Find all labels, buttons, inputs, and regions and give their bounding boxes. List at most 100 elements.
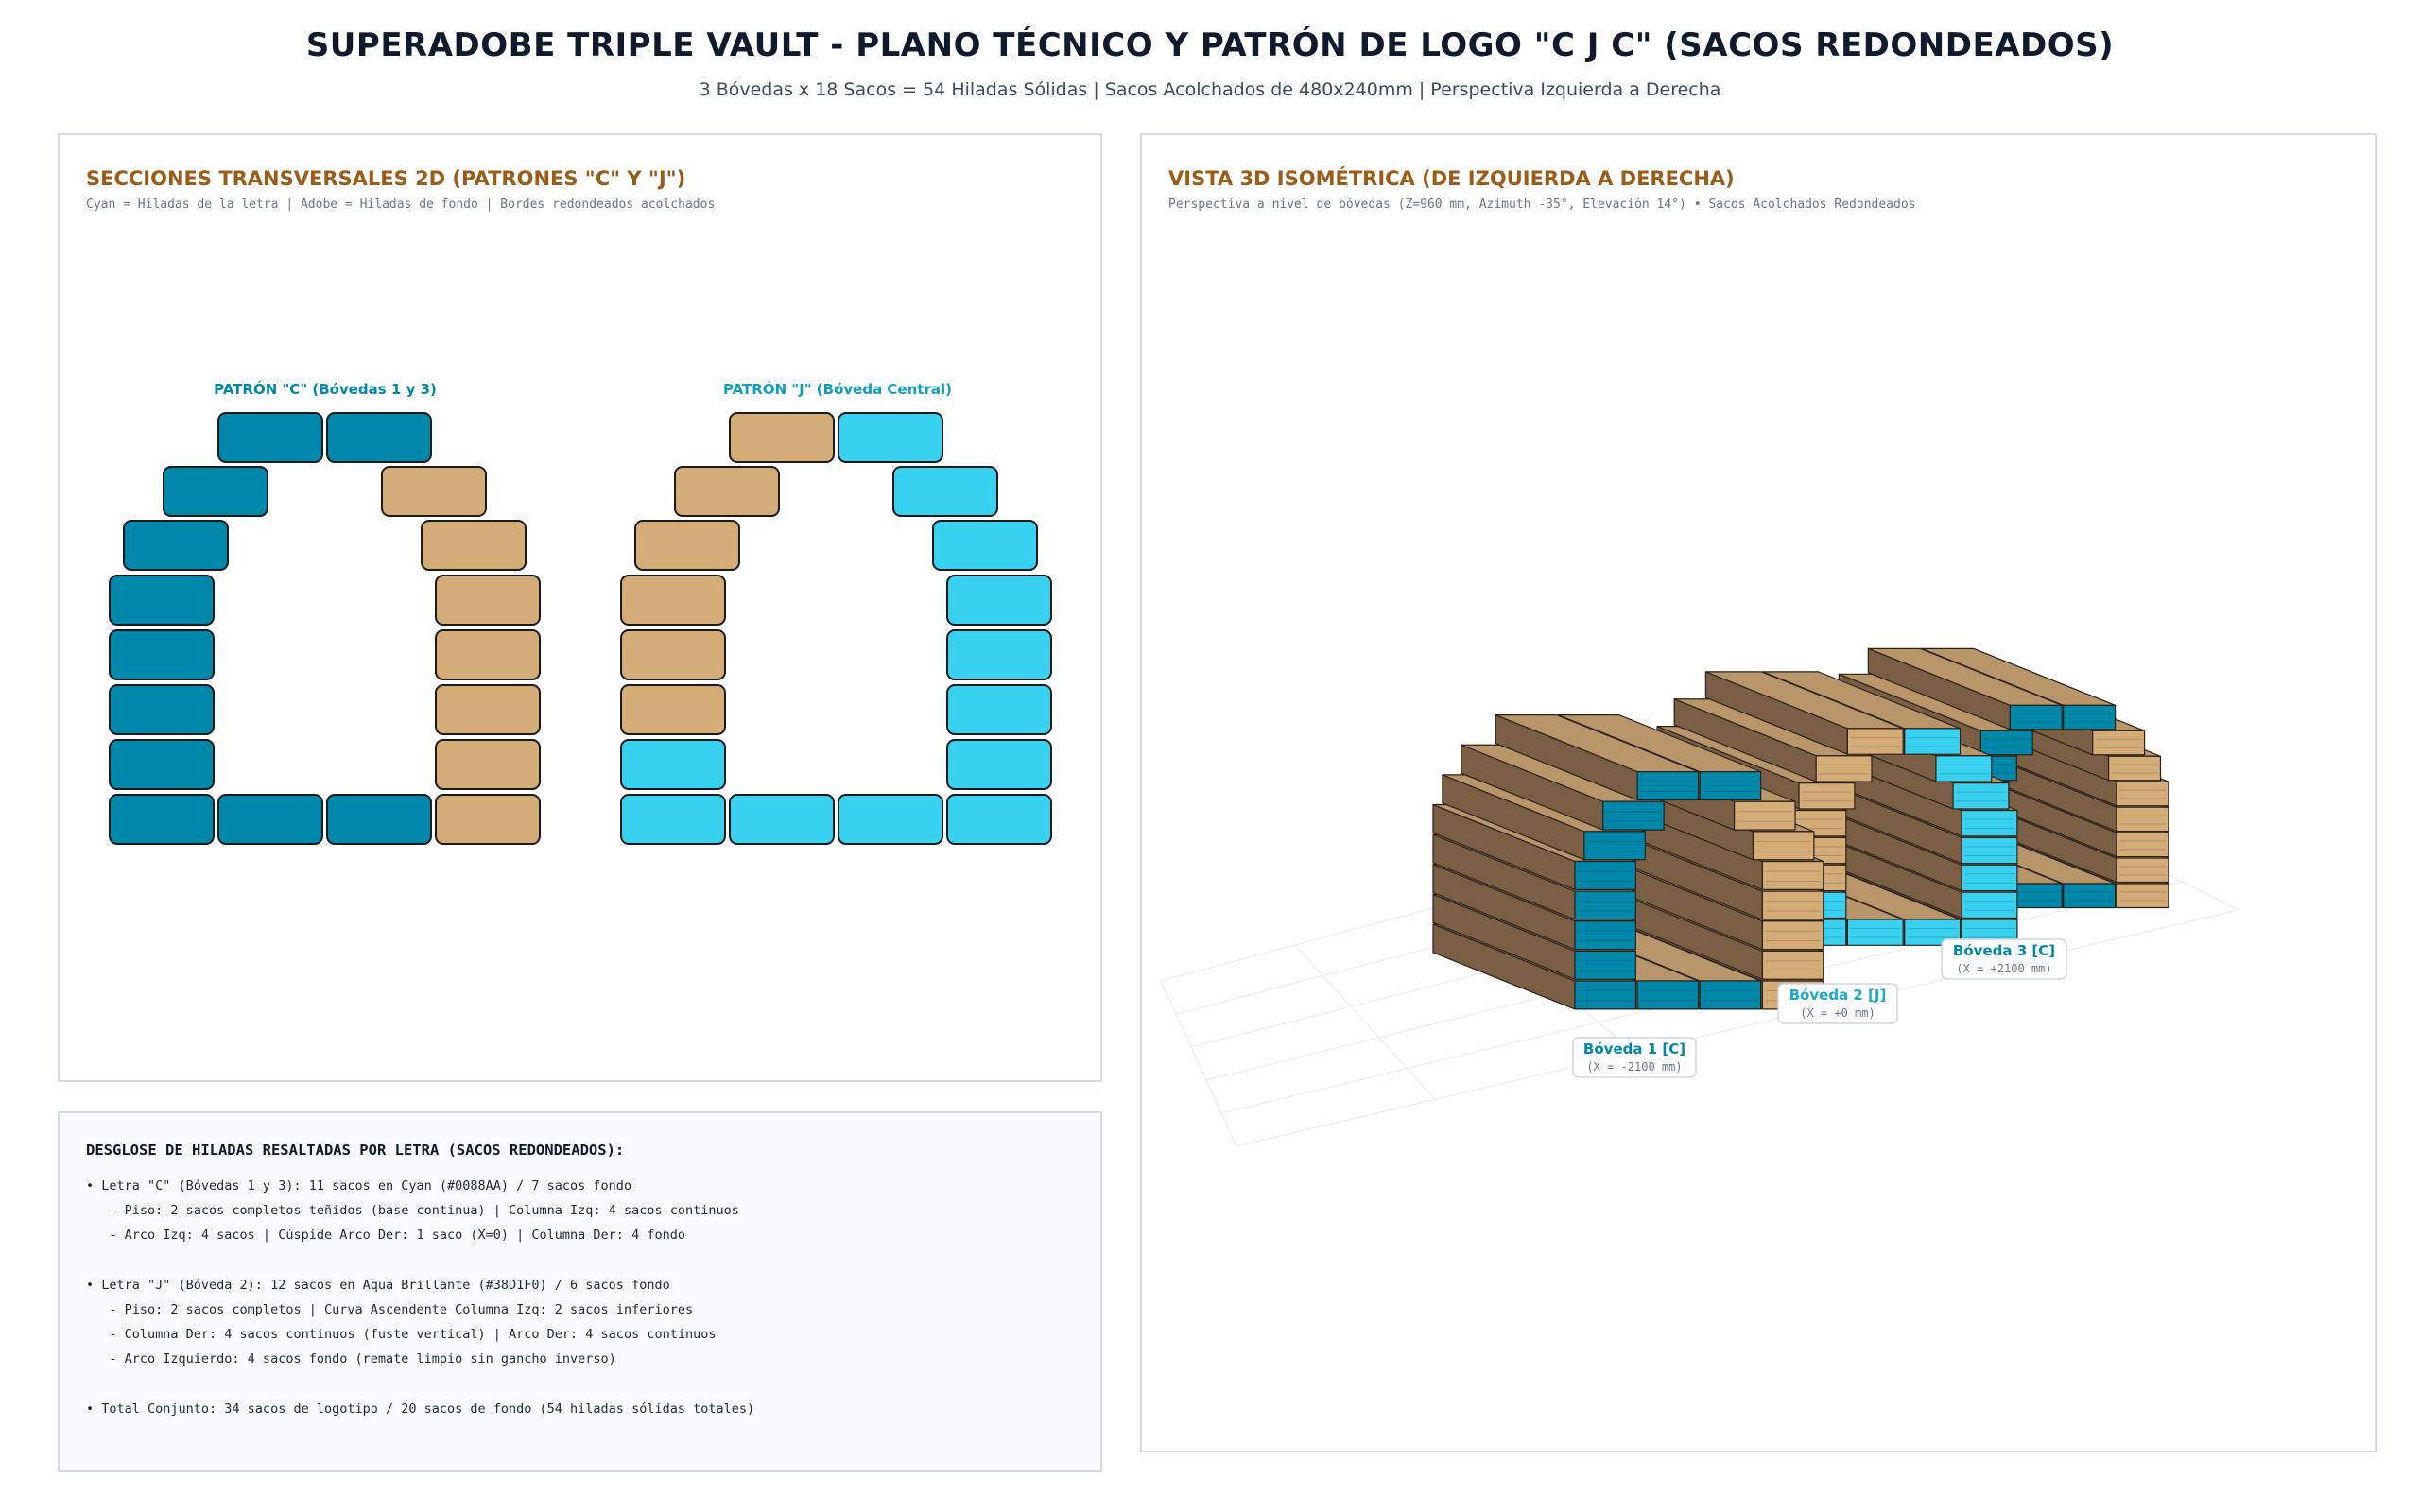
vault bbox=[1432, 714, 1824, 1010]
bag-front bbox=[1952, 782, 2010, 810]
vault-labels: Bóveda 1 [C] (X = -2100 mm) Bóveda 2 [J]… bbox=[1572, 938, 2067, 1078]
sandbag bbox=[620, 794, 726, 845]
bag-front bbox=[1699, 771, 1762, 801]
vault-label-3-name: Bóveda 3 [C] bbox=[1953, 942, 2055, 959]
bag-front bbox=[1761, 860, 1824, 891]
bag-front bbox=[1761, 950, 1824, 980]
sandbag bbox=[946, 629, 1052, 680]
page-subtitle: 3 Bóvedas x 18 Sacos = 54 Hiladas Sólida… bbox=[699, 79, 1721, 100]
notes-line: • Letra "J" (Bóveda 2): 12 sacos en Aqua… bbox=[86, 1277, 670, 1293]
sandbag bbox=[435, 739, 541, 790]
sandbag bbox=[435, 629, 541, 680]
notes-line: - Piso: 2 sacos completos | Curva Ascend… bbox=[86, 1301, 694, 1317]
bag-front bbox=[2063, 883, 2117, 909]
vault-label-3: Bóveda 3 [C] (X = +2100 mm) bbox=[1941, 938, 2067, 980]
vault-label-2: Bóveda 2 [J] (X = +0 mm) bbox=[1777, 983, 1898, 1024]
bag-front bbox=[1574, 980, 1637, 1010]
bag-front bbox=[2116, 883, 2169, 909]
cross-sections-diagram: PATRÓN "C" (Bóvedas 1 y 3) PATRÓN "J" (B… bbox=[109, 380, 1052, 845]
notes-line bbox=[86, 1372, 754, 1397]
sandbag bbox=[892, 466, 998, 517]
bag-front bbox=[2009, 704, 2063, 730]
sandbag bbox=[674, 466, 780, 517]
notes-title: DESGLOSE DE HILADAS RESALTADAS POR LETRA… bbox=[86, 1142, 625, 1159]
bag-front bbox=[1752, 831, 1815, 861]
sections-panel-caption: Cyan = Hiladas de la letra | Adobe = Hil… bbox=[86, 198, 716, 212]
notes-line: - Arco Izquierdo: 4 sacos fondo (remate … bbox=[86, 1351, 616, 1367]
bag-front bbox=[2116, 806, 2169, 833]
page-title: SUPERADOBE TRIPLE VAULT - PLANO TÉCNICO … bbox=[305, 26, 2115, 64]
bag-front bbox=[1636, 980, 1700, 1010]
sandbag bbox=[217, 794, 323, 845]
sandbag bbox=[326, 794, 432, 845]
vault-label-1: Bóveda 1 [C] (X = -2100 mm) bbox=[1572, 1037, 1697, 1078]
sandbag bbox=[946, 575, 1052, 626]
sections-panel-title: SECCIONES TRANSVERSALES 2D (PATRONES "C"… bbox=[86, 167, 686, 190]
sandbag bbox=[620, 629, 726, 680]
bag-front bbox=[1979, 730, 2033, 756]
sandbag bbox=[620, 684, 726, 735]
isometric-panel: VISTA 3D ISOMÉTRICA (DE IZQUIERDA A DERE… bbox=[1140, 133, 2377, 1452]
bag-front bbox=[1574, 890, 1637, 920]
sandbag bbox=[163, 466, 268, 517]
notes-line bbox=[86, 1248, 754, 1273]
bag-front bbox=[1798, 782, 1856, 810]
sandbag bbox=[381, 466, 487, 517]
bag-front bbox=[1602, 800, 1665, 831]
vault-label-1-name: Bóveda 1 [C] bbox=[1583, 1040, 1685, 1057]
vaults bbox=[1432, 647, 2169, 1010]
notes-line: • Total Conjunto: 34 sacos de logotipo /… bbox=[86, 1400, 755, 1417]
bag-front bbox=[2063, 704, 2117, 730]
bag-front bbox=[2107, 755, 2162, 782]
pattern-j-bags bbox=[620, 412, 1052, 845]
sections-panel: SECCIONES TRANSVERSALES 2D (PATRONES "C"… bbox=[58, 133, 1102, 1082]
sandbag bbox=[435, 794, 541, 845]
bag-front bbox=[2116, 832, 2169, 858]
bag-front bbox=[1761, 890, 1824, 920]
pattern-j-label: PATRÓN "J" (Bóveda Central) bbox=[723, 380, 952, 398]
sandbag bbox=[620, 739, 726, 790]
isometric-view: Bóveda 1 [C] (X = -2100 mm) Bóveda 2 [J]… bbox=[1160, 647, 2239, 1147]
bag-front bbox=[1846, 728, 1904, 755]
bag-front bbox=[1574, 860, 1637, 891]
bag-front bbox=[1961, 809, 2018, 837]
notes-line: - Piso: 2 sacos completos teñidos (base … bbox=[86, 1203, 739, 1219]
bag-front bbox=[1961, 836, 2018, 865]
sandbag bbox=[838, 794, 943, 845]
isometric-panel-caption: Perspectiva a nivel de bóvedas (Z=960 mm… bbox=[1168, 198, 1916, 212]
vault-label-1-coord: (X = -2100 mm) bbox=[1586, 1060, 1682, 1074]
bag-front bbox=[1583, 831, 1646, 861]
sandbag bbox=[620, 575, 726, 626]
sandbag bbox=[123, 520, 229, 571]
bag-front bbox=[1574, 950, 1637, 980]
bag-front bbox=[2092, 730, 2146, 756]
bag-front bbox=[2116, 857, 2169, 884]
bag-front bbox=[1961, 864, 2018, 892]
notes-list: • Letra "C" (Bóvedas 1 y 3): 11 sacos en… bbox=[86, 1174, 754, 1421]
bag-front bbox=[1574, 920, 1637, 951]
sandbag bbox=[109, 684, 215, 735]
vault-label-2-coord: (X = +0 mm) bbox=[1800, 1006, 1875, 1020]
sandbag bbox=[109, 575, 215, 626]
notes-line: - Columna Der: 4 sacos continuos (fuste … bbox=[86, 1327, 717, 1343]
bag-front bbox=[1761, 920, 1824, 951]
bag-front bbox=[1815, 755, 1873, 782]
sandbag bbox=[217, 412, 323, 463]
sandbag bbox=[109, 739, 215, 790]
sandbag bbox=[729, 412, 835, 463]
sandbag bbox=[326, 412, 432, 463]
bag-front bbox=[1699, 980, 1762, 1010]
pattern-c-label: PATRÓN "C" (Bóvedas 1 y 3) bbox=[214, 380, 437, 398]
sandbag bbox=[109, 629, 215, 680]
notes-panel: DESGLOSE DE HILADAS RESALTADAS POR LETRA… bbox=[58, 1111, 1102, 1472]
sandbag bbox=[932, 520, 1038, 571]
notes-line: • Letra "C" (Bóvedas 1 y 3): 11 sacos en… bbox=[86, 1178, 632, 1194]
isometric-panel-title: VISTA 3D ISOMÉTRICA (DE IZQUIERDA A DERE… bbox=[1168, 167, 1735, 190]
sandbag bbox=[435, 575, 541, 626]
bag-front bbox=[1636, 771, 1700, 801]
sandbag bbox=[838, 412, 943, 463]
notes-line: - Arco Izq: 4 sacos | Cúspide Arco Der: … bbox=[86, 1228, 685, 1244]
bag-front bbox=[1904, 728, 1962, 755]
bag-front bbox=[1734, 800, 1796, 831]
bag-front bbox=[2116, 781, 2169, 807]
